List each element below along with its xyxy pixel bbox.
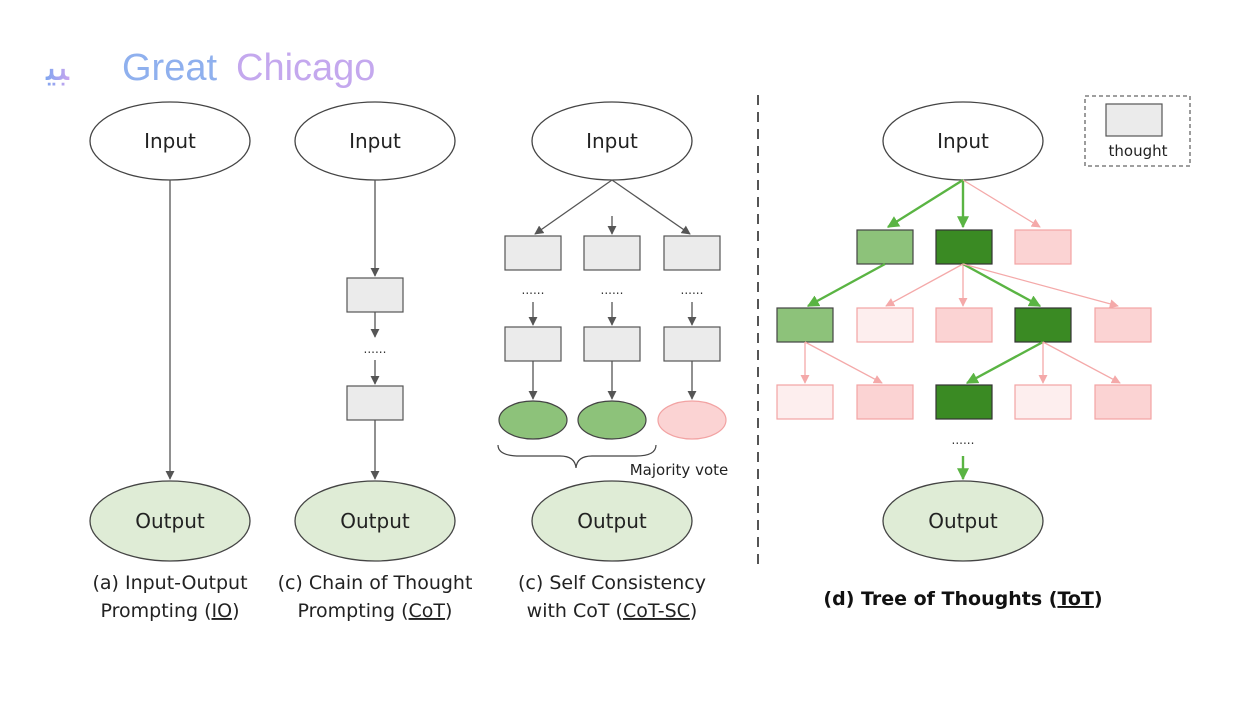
tot-arrow-l3-5: [1042, 341, 1121, 384]
cot-caption-line1: (c) Chain of Thought: [278, 572, 473, 594]
legend-thought-icon: [1105, 103, 1163, 137]
sc-output-label: Output: [577, 509, 647, 533]
sc-caption-line1: (c) Self Consistency: [518, 572, 706, 594]
tot-arrow-l2-1: [806, 262, 886, 308]
cot-thought-2: [346, 385, 404, 421]
logo: ﺒﻴ Great Chicago: [45, 47, 375, 89]
tot-ellipsis: ......: [952, 433, 975, 447]
io-output-label: Output: [135, 509, 205, 533]
cot-sc-diagram: Input ...... ...... ...... Majority vote…: [497, 101, 729, 622]
sc-thought-3a: [663, 235, 721, 271]
logo-text-chicago: Chicago: [236, 47, 375, 89]
cot-input-label: Input: [349, 129, 401, 153]
tot-thought-l2-1: [776, 307, 834, 343]
tot-caption: (d) Tree of Thoughts (ToT): [823, 588, 1102, 610]
sc-thought-3b: [663, 326, 721, 362]
sc-thought-1a: [504, 235, 562, 271]
sc-ellipsis-3: ......: [681, 283, 704, 297]
cot-thought-1: [346, 277, 404, 313]
sc-majority-brace: [497, 444, 657, 469]
tot-thought-l2-5: [1094, 307, 1152, 343]
sc-thought-1b: [504, 326, 562, 362]
sc-majority-vote-label: Majority vote: [630, 461, 729, 479]
sc-arrow-branch-1: [534, 179, 613, 235]
tot-arrow-l3-2: [804, 341, 883, 384]
logo-mark: ﺒﻴ: [45, 47, 69, 89]
cot-caption-line2: Prompting (CoT): [298, 600, 453, 622]
tot-arrow-l1-3: [962, 179, 1041, 228]
tot-thought-l3-4: [1014, 384, 1072, 420]
sc-input-label: Input: [586, 129, 638, 153]
sc-thought-2a: [583, 235, 641, 271]
tot-thought-l3-3: [935, 384, 993, 420]
tot-thought-l1-3: [1014, 229, 1072, 265]
sc-answer-1: [498, 400, 568, 440]
io-diagram: Input Output (a) Input-Output Prompting …: [89, 101, 251, 622]
sc-ellipsis-1: ......: [522, 283, 545, 297]
legend-thought-label: thought: [1109, 142, 1168, 160]
cot-ellipsis: ......: [364, 342, 387, 356]
logo-text-great: Great: [122, 47, 217, 89]
tot-output-label: Output: [928, 509, 998, 533]
tot-arrow-l1-1: [886, 178, 964, 229]
tot-thought-l2-4: [1014, 307, 1072, 343]
sc-caption-line2: with CoT (CoT-SC): [527, 600, 698, 622]
io-output-node: [89, 480, 251, 562]
tot-thought-l2-2: [856, 307, 914, 343]
sc-thought-2b: [583, 326, 641, 362]
cot-output-label: Output: [340, 509, 410, 533]
tot-arrow-l3-3: [965, 340, 1044, 385]
tot-thought-l3-2: [856, 384, 914, 420]
io-input-label: Input: [144, 129, 196, 153]
sc-ellipsis-2: ......: [601, 283, 624, 297]
sc-answer-3: [657, 400, 727, 440]
tot-diagram: thought Input .....: [776, 95, 1191, 610]
tot-arrow-l2-2: [885, 263, 964, 307]
tot-arrow-l2-5: [962, 263, 1119, 309]
sc-arrow-branch-3: [611, 179, 691, 235]
tot-output-node: [882, 480, 1044, 562]
tot-thought-l1-2: [935, 229, 993, 265]
cot-output-node: [294, 480, 456, 562]
sc-output-node: [531, 480, 693, 562]
io-caption-line1: (a) Input-Output: [92, 572, 247, 594]
tot-thought-l1-1: [856, 229, 914, 265]
tot-thought-l3-5: [1094, 384, 1152, 420]
tot-thought-l3-1: [776, 384, 834, 420]
tot-input-label: Input: [937, 129, 989, 153]
cot-diagram: Input ...... Output (c) Chain of Thought…: [278, 101, 473, 622]
tot-arrow-l2-4: [962, 262, 1042, 308]
legend-box: [1084, 95, 1191, 167]
io-caption-line2: Prompting (IO): [101, 600, 240, 622]
tot-thought-l2-3: [935, 307, 993, 343]
sc-answer-2: [577, 400, 647, 440]
